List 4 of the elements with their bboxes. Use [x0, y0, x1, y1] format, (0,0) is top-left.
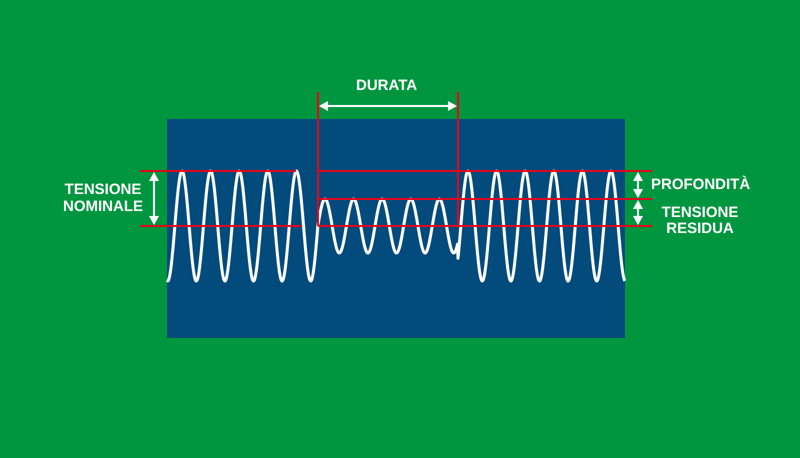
dimension-label: PROFONDITÀ: [651, 177, 750, 193]
dimension-label: TENSIONE NOMINALE: [62, 181, 144, 215]
dimension-label: DURATA: [356, 78, 418, 94]
dimension-label: TENSIONE RESIDUA: [660, 205, 740, 237]
